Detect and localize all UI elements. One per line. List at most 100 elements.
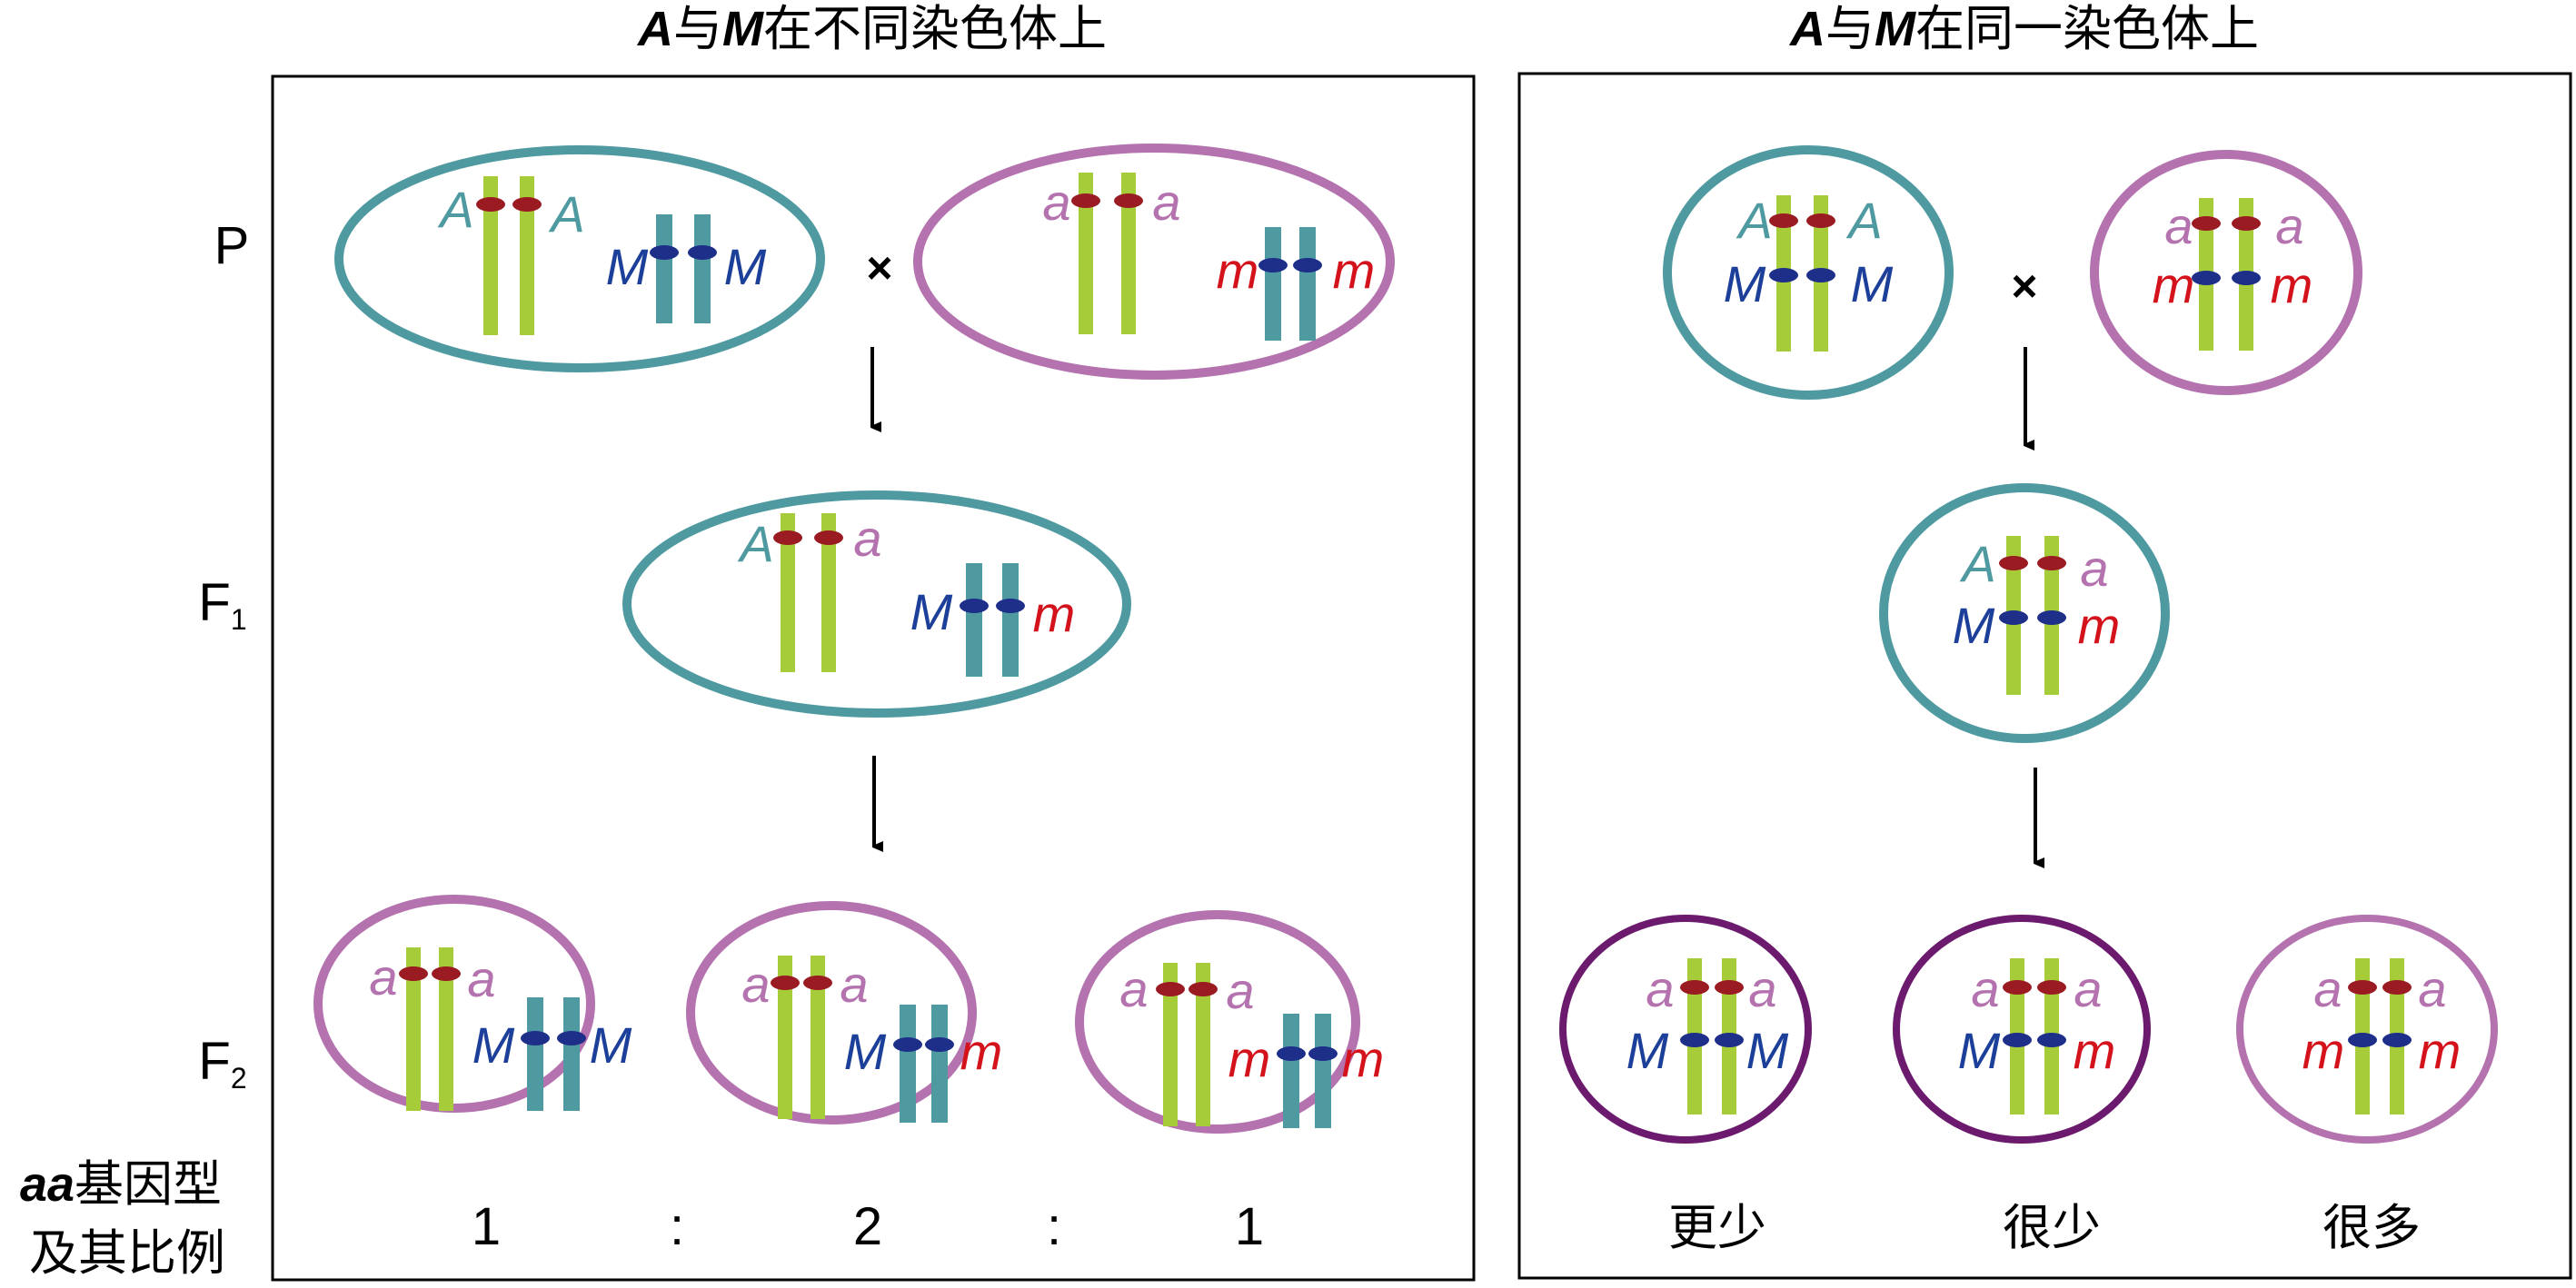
gene-locus-dot: [1258, 258, 1288, 272]
chromosome: [1283, 1014, 1299, 1128]
allele-label: a: [2074, 960, 2102, 1017]
allele-label: a: [1042, 173, 1070, 231]
ratio-value: 1: [1235, 1197, 1264, 1256]
allele-label: M: [1724, 255, 1766, 312]
chromosome: [563, 997, 580, 1111]
allele-label: a: [2275, 197, 2303, 254]
right-cross-symbol: ×: [2011, 261, 2037, 312]
chromosome: [483, 176, 498, 335]
gene-locus-dot: [996, 599, 1025, 613]
allele-label: A: [1736, 192, 1772, 249]
ratio-value: 1: [472, 1197, 501, 1256]
allele-label: M: [724, 238, 767, 295]
gene-locus-dot: [1156, 982, 1185, 996]
gene-locus-dot: [960, 599, 989, 613]
left-f2-cell-1: a a M M: [313, 895, 632, 1113]
gene-locus-dot: [1308, 1046, 1338, 1061]
right-f2-cell-2: a a M m: [1893, 915, 2151, 1144]
right-title-gene-m: M: [1875, 2, 1916, 56]
gene-locus-dot: [1806, 268, 1835, 282]
right-panel-frame: [1517, 72, 2572, 1280]
allele-label: M: [910, 583, 953, 640]
allele-label: a: [1119, 960, 1148, 1017]
allele-label: a: [1646, 960, 1674, 1017]
allele-label: a: [853, 510, 881, 567]
right-p-parent2-cell: a a m m: [2090, 150, 2362, 395]
left-panel-title: A与M在不同染色体上: [636, 0, 1107, 57]
allele-label: M: [1958, 1022, 2001, 1079]
allele-label: m: [2302, 1022, 2345, 1079]
allele-label: m: [960, 1023, 1003, 1080]
gene-locus-dot: [2003, 1033, 2032, 1047]
gene-locus-dot: [814, 530, 843, 545]
left-title-mid: 与: [673, 0, 722, 57]
gene-locus-dot: [2348, 1033, 2377, 1047]
gene-locus-dot: [803, 976, 832, 990]
ratio-row-label-line2: 及其比例: [29, 1224, 225, 1282]
generation-label-p: P: [214, 216, 250, 275]
allele-label: m: [1333, 242, 1376, 299]
gene-locus-dot: [2037, 556, 2066, 570]
gene-locus-dot: [2037, 980, 2066, 995]
allele-label: a: [369, 948, 397, 1006]
chromosome: [1121, 173, 1136, 334]
allele-label: M: [472, 1016, 515, 1074]
allele-label: a: [2080, 540, 2108, 597]
allele-label: a: [840, 956, 868, 1013]
chromosome: [1299, 227, 1316, 341]
chromosome: [1002, 563, 1019, 677]
chromosome: [931, 1005, 948, 1123]
chromosome: [406, 947, 421, 1111]
chromosome: [1315, 1014, 1331, 1128]
gene-locus-dot: [1189, 982, 1218, 996]
chromosome: [778, 956, 792, 1119]
allele-label: M: [1626, 1022, 1669, 1079]
chromosome: [1163, 963, 1178, 1126]
allele-label: m: [1217, 242, 1259, 299]
allele-label: a: [1152, 173, 1180, 231]
left-f2-cell-3: a a m m: [1075, 910, 1385, 1134]
chromosome: [1079, 173, 1093, 334]
allele-label: a: [2418, 960, 2446, 1017]
generation-label-f2: F2: [198, 1032, 246, 1095]
gene-locus-dot: [2192, 216, 2221, 231]
allele-label: m: [1342, 1030, 1385, 1087]
allele-label: M: [1851, 255, 1894, 312]
gene-locus-dot: [1293, 258, 1322, 272]
left-title-rest: 在不同染色体上: [763, 0, 1107, 57]
right-panel-title: A与M在同一染色体上: [1788, 0, 2259, 57]
chromosome: [527, 997, 543, 1111]
gene-locus-dot: [1999, 556, 2028, 570]
chromosome: [439, 947, 453, 1111]
gene-locus-dot: [1806, 213, 1835, 228]
right-f2-cell-1: a a M M: [1559, 915, 1812, 1144]
gene-locus-dot: [2382, 1033, 2412, 1047]
allele-label: A: [737, 515, 773, 572]
right-p-parent1-cell: A A M M: [1663, 145, 1954, 400]
chromosome: [781, 513, 795, 672]
gene-locus-dot: [2037, 1033, 2066, 1047]
allele-label: A: [437, 181, 473, 238]
chromosome: [694, 214, 711, 323]
allele-label: m: [2078, 597, 2121, 654]
right-title-mid: 与: [1825, 0, 1875, 57]
chromosome: [821, 513, 836, 672]
allele-label: a: [467, 950, 495, 1007]
chromosome: [520, 176, 534, 335]
left-title-gene-m: M: [722, 2, 764, 56]
gene-locus-dot: [512, 197, 542, 212]
gene-locus-dot: [688, 245, 717, 260]
gene-locus-dot: [1680, 1033, 1709, 1047]
allele-label: A: [548, 185, 584, 243]
gene-locus-dot: [1769, 213, 1798, 228]
gene-locus-dot: [1715, 1033, 1744, 1047]
left-title-gene-a: A: [636, 2, 673, 56]
gene-locus-dot: [773, 530, 802, 545]
allele-label: M: [844, 1023, 887, 1080]
allele-label: M: [606, 238, 649, 295]
allele-label: m: [2271, 256, 2313, 313]
gene-locus-dot: [1114, 193, 1143, 208]
gene-locus-dot: [432, 966, 461, 981]
ratio-separator: :: [670, 1197, 684, 1256]
